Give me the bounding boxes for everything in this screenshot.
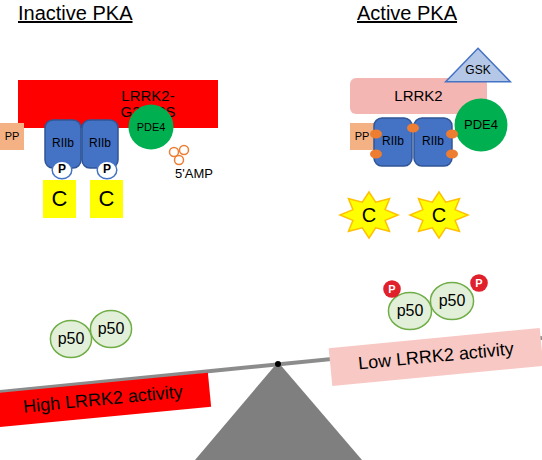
bound-camp-dot: [370, 130, 382, 139]
shape-outline: [329, 328, 542, 386]
node-text: C: [432, 204, 446, 226]
shape-outline: [90, 180, 123, 218]
shape-outline: [18, 80, 218, 128]
bound-camp-dot: [446, 150, 458, 159]
shape-outline: [0, 373, 211, 427]
node-text: PDE4: [137, 121, 166, 133]
regulatory-subunit: RIIb: [414, 118, 452, 166]
node-text: p50: [98, 320, 125, 338]
bound-camp-dot: [446, 130, 458, 139]
shape-outline: [388, 292, 431, 329]
shape-outline: [414, 118, 452, 166]
p50-circle: p50: [430, 282, 474, 320]
node-text: C: [99, 187, 115, 211]
activity-band: Low LRRK2 activity: [329, 328, 542, 386]
node-text: PP: [5, 130, 20, 142]
active-catalytic-star: C: [340, 192, 398, 238]
shape-outline: [50, 320, 91, 357]
bound-camp-dot: [370, 150, 382, 159]
shape-outline: [97, 161, 117, 179]
catalytic-subunit: C: [90, 180, 123, 218]
p50-circle: p50: [50, 320, 92, 358]
shape-outline: [0, 123, 24, 150]
p50-circle: p50: [90, 310, 132, 348]
regulatory-subunit: RIIb: [82, 120, 118, 168]
node-shape: [18, 80, 218, 128]
shape-outline: [340, 192, 398, 238]
amp-molecule: [175, 156, 184, 165]
molecule-label: 5'AMP: [175, 166, 213, 181]
gsk-triangle: GSK: [445, 48, 511, 82]
shape-outline: [430, 282, 473, 319]
shape-outline: [350, 123, 374, 150]
phospho-badge: P: [383, 280, 401, 298]
node-text: p50: [58, 330, 85, 348]
node-text: RIIb: [382, 135, 404, 148]
phospho-circle: P: [97, 161, 117, 179]
node-text: p50: [397, 302, 424, 320]
node-text: C: [52, 187, 68, 211]
active-catalytic-star: C: [410, 192, 468, 238]
shape-outline: [455, 99, 508, 152]
regulatory-subunit: RIIb: [374, 118, 412, 166]
shape-outline: [470, 274, 488, 292]
node-text: RIIb: [422, 135, 444, 148]
phospho-badge: P: [470, 274, 488, 292]
shape-outline: [52, 161, 72, 179]
shape-outline: [374, 118, 412, 166]
shape-outline: [410, 192, 468, 238]
node-text: PDE4: [464, 118, 498, 132]
node-text: P: [388, 283, 395, 295]
node-text: RIIb: [89, 137, 111, 150]
panel-heading: Active PKA: [357, 2, 457, 25]
bound-camp-dot: [407, 124, 419, 133]
shape-outline: [82, 120, 118, 168]
amp-molecule: [180, 146, 189, 155]
shape-outline: [43, 180, 76, 218]
phospho-circle: P: [52, 161, 72, 179]
node-text: RIIb: [52, 137, 74, 150]
node-text: LRRK2: [394, 88, 442, 105]
catalytic-subunit: C: [43, 180, 76, 218]
phosphatase-box: PP: [0, 123, 24, 150]
phosphatase-box: PP: [350, 123, 374, 150]
shape-outline: [446, 48, 511, 81]
pde4-circle: PDE4: [128, 104, 174, 150]
node-text: GSK: [465, 64, 490, 77]
panel-heading: Inactive PKA: [18, 2, 133, 25]
p50-circle: p50: [388, 292, 432, 330]
node-text: P: [58, 163, 66, 176]
shape-outline: [128, 104, 173, 149]
lrrk2-mutant-box: LRRK2-G2019S: [18, 80, 218, 128]
shape-outline: [90, 310, 131, 347]
node-text: P: [103, 163, 111, 176]
node-text: PP: [355, 130, 370, 142]
node-text: p50: [439, 292, 466, 310]
pivot-dot: [275, 361, 281, 367]
shape-outline: [383, 280, 401, 298]
node-text: P: [475, 277, 482, 289]
node-text: C: [362, 204, 376, 226]
pde4-circle: PDE4: [454, 98, 508, 152]
